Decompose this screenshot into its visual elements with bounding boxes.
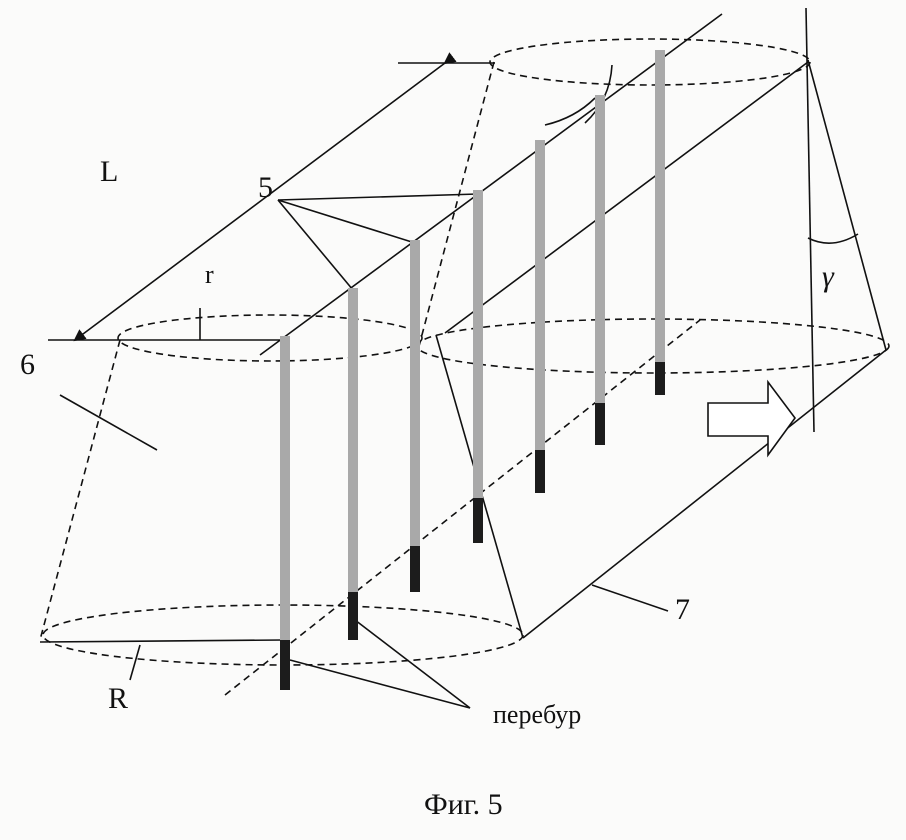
leader-5a bbox=[278, 194, 478, 200]
borehole-1-overdrill bbox=[280, 640, 290, 690]
near-top-ellipse bbox=[118, 315, 422, 361]
borehole-5-charge bbox=[535, 140, 545, 450]
middle-edge-line bbox=[445, 62, 808, 333]
radius-R-line bbox=[40, 640, 283, 642]
borehole-2-charge bbox=[348, 288, 358, 592]
borehole-4-charge bbox=[473, 190, 483, 498]
borehole-7-charge bbox=[655, 50, 665, 362]
label-7: 7 bbox=[675, 595, 690, 625]
borehole-2-overdrill bbox=[348, 592, 358, 640]
borehole-5-overdrill bbox=[535, 450, 545, 493]
label-6: 6 bbox=[20, 350, 35, 380]
borehole-6-charge bbox=[595, 95, 605, 403]
leader-overdrill-a bbox=[355, 620, 470, 708]
near-left-cone-dashed bbox=[40, 340, 120, 640]
leader-6 bbox=[60, 395, 157, 450]
label-5: 5 bbox=[258, 173, 273, 203]
far-right-cone-line bbox=[808, 60, 886, 350]
borehole-6-overdrill bbox=[595, 403, 605, 445]
bottom-edge-line bbox=[523, 350, 886, 638]
gamma-arc bbox=[808, 234, 858, 243]
leader-5b bbox=[278, 200, 415, 243]
label-L: L bbox=[100, 157, 118, 187]
label-gamma: γ bbox=[822, 262, 834, 292]
far-top-ellipse bbox=[490, 39, 810, 85]
borehole-3-overdrill bbox=[410, 546, 420, 592]
inner-dashed-diagonal bbox=[225, 320, 700, 695]
leader-R bbox=[130, 645, 140, 680]
far-bottom-ellipse bbox=[417, 319, 889, 373]
advance-arrow bbox=[708, 382, 795, 455]
figure-caption: Фиг. 5 bbox=[424, 790, 503, 820]
label-R: R bbox=[108, 684, 128, 714]
label-overdrill: перебур bbox=[493, 702, 581, 728]
label-r: r bbox=[205, 262, 214, 288]
vertical-axis bbox=[806, 8, 814, 432]
leader-5c bbox=[278, 200, 353, 290]
borehole-4-overdrill bbox=[473, 498, 483, 543]
borehole-1-charge bbox=[280, 336, 290, 640]
borehole-3-charge bbox=[410, 240, 420, 546]
borehole-7-overdrill bbox=[655, 362, 665, 395]
leader-7 bbox=[592, 585, 668, 611]
leader-overdrill-b bbox=[290, 660, 470, 708]
